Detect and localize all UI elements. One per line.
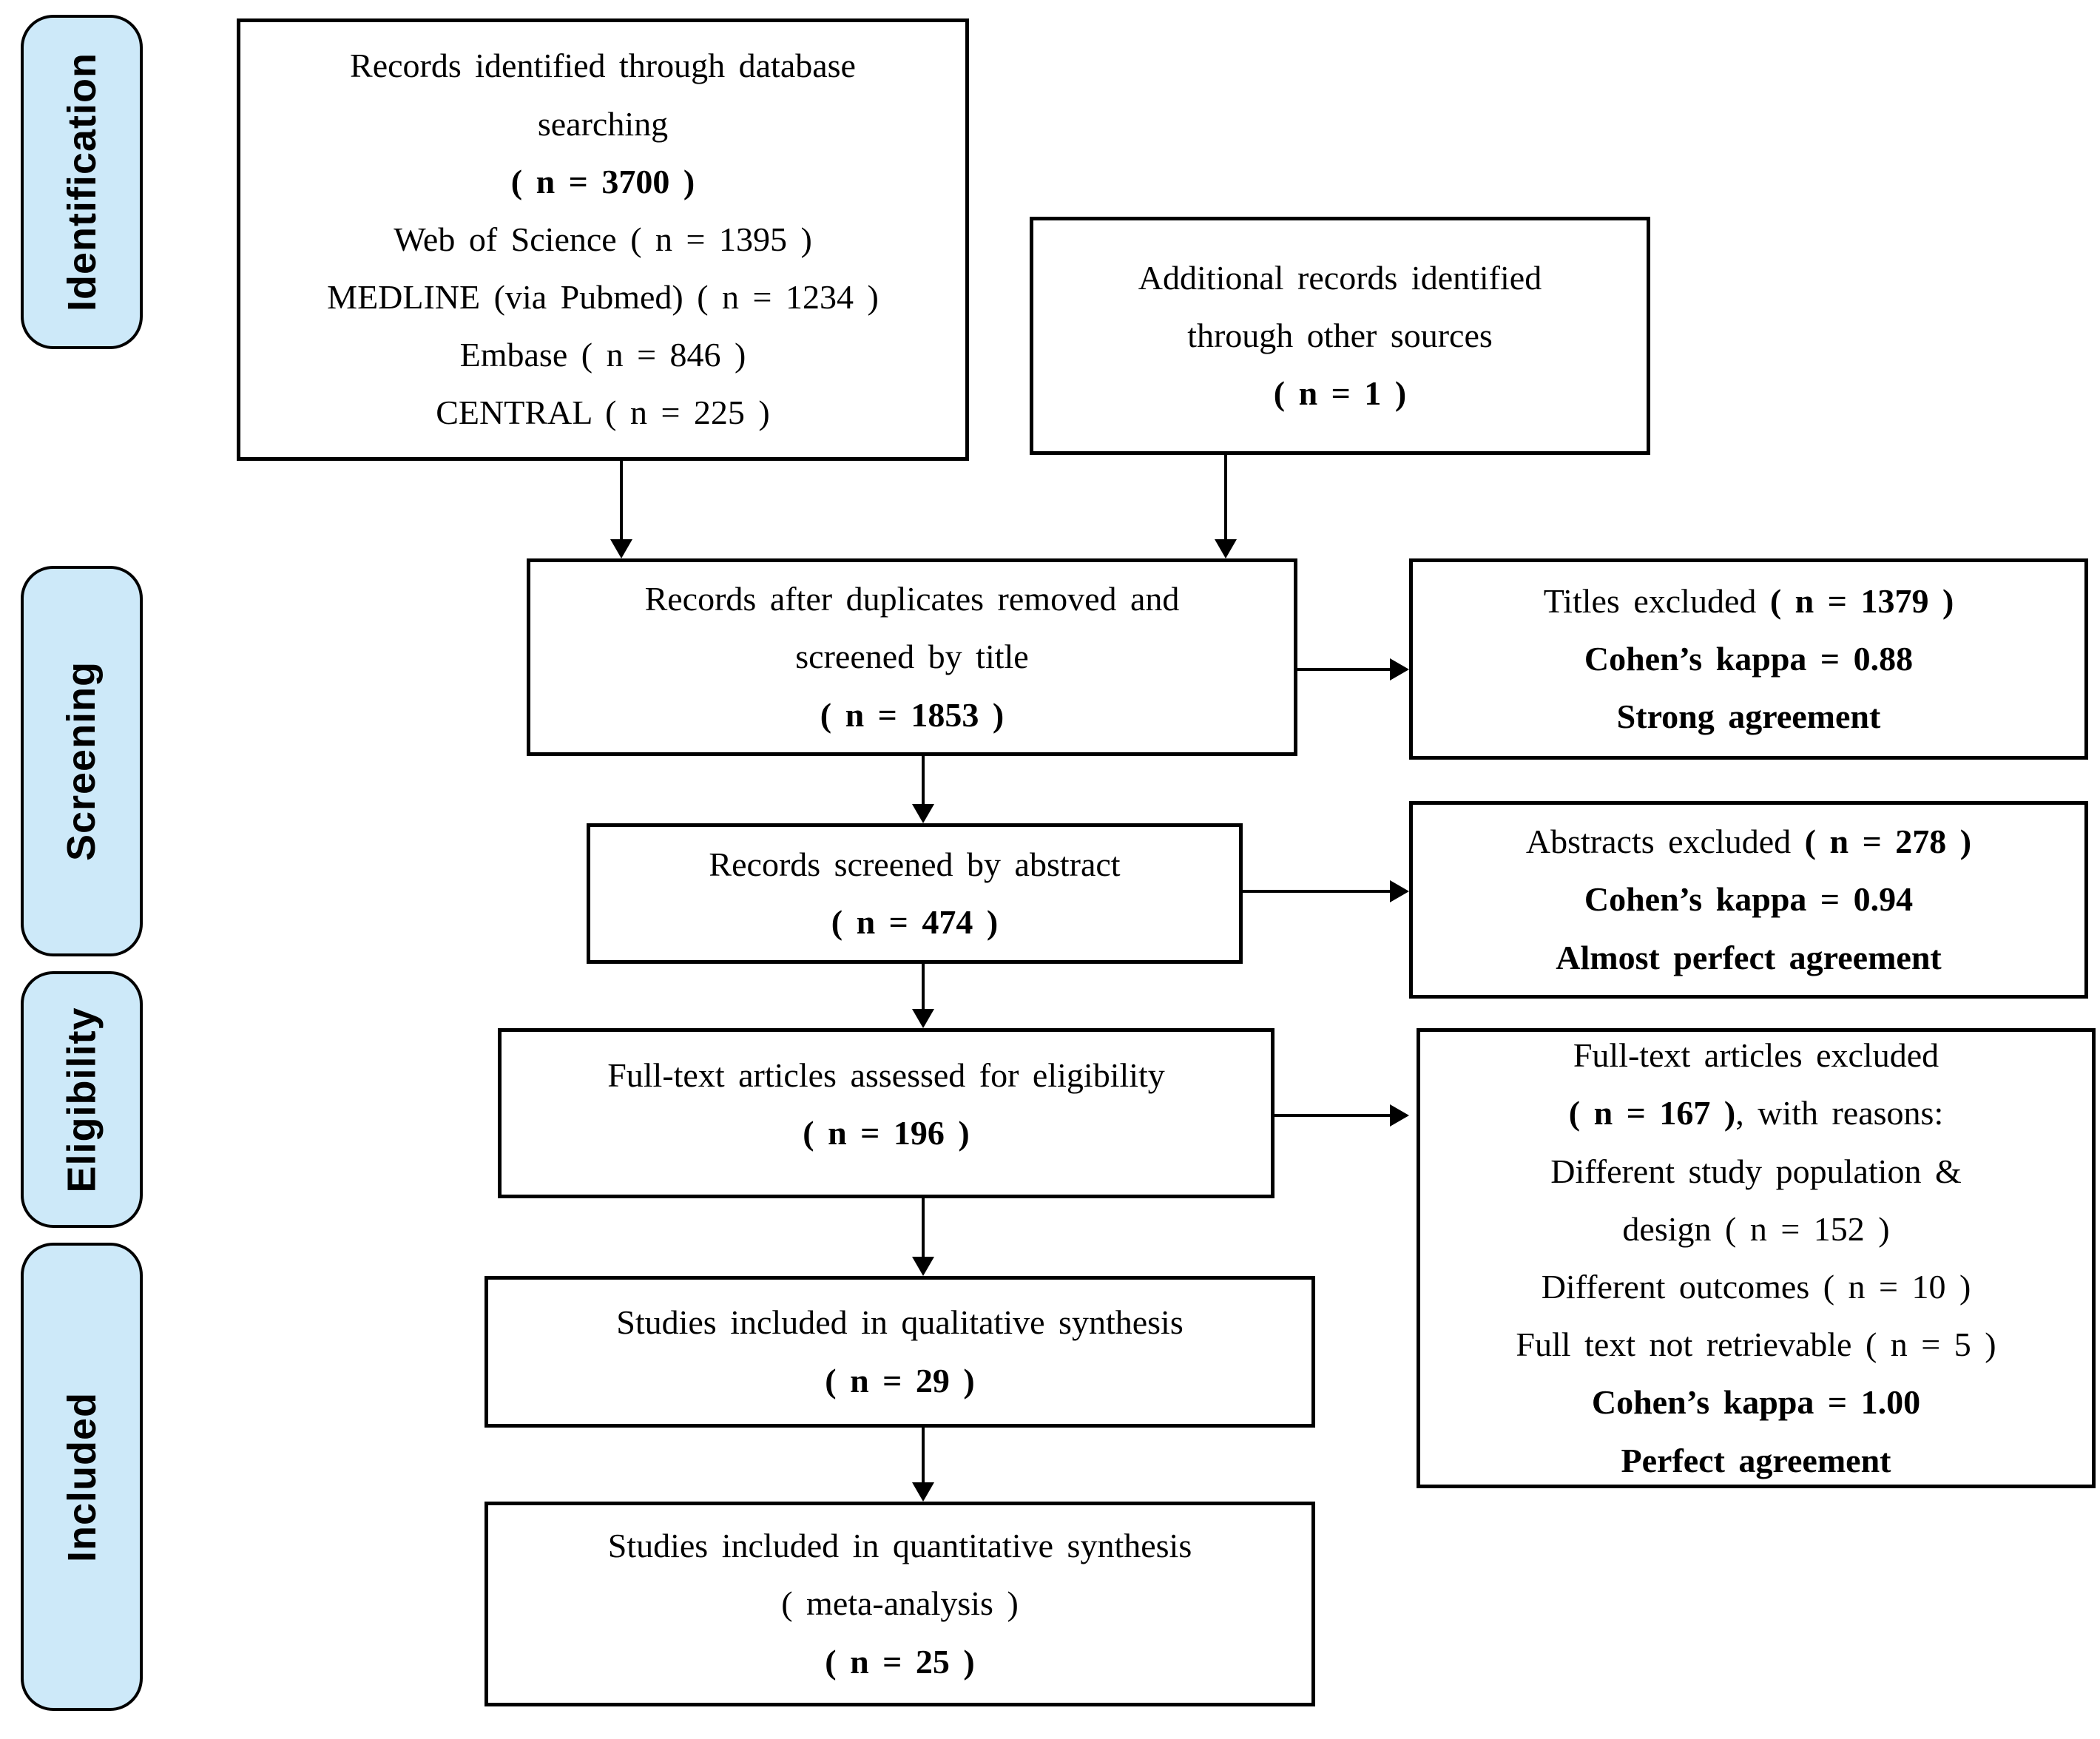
arrow-head [912, 804, 934, 823]
box-screened-by-abstract: Records screened by abstract ( n = 474 ) [587, 823, 1243, 964]
box-line: ( n = 3700 ) [510, 162, 695, 200]
box-line: ( n = 1853 ) [820, 695, 1005, 734]
box-line: screened by title [795, 638, 1029, 676]
arrow-head [1390, 658, 1409, 681]
arrow-head [912, 1257, 934, 1276]
box-line: searching [537, 104, 669, 143]
box-line: Records after duplicates removed and [644, 580, 1180, 618]
box-line: Studies included in quantitative synthes… [607, 1527, 1192, 1565]
stage-identification: Identification [21, 15, 143, 349]
box-line: ( n = 25 ) [825, 1642, 975, 1681]
arrow-duplicates-to-abstract [922, 756, 925, 804]
box-line: Studies included in qualitative synthesi… [616, 1303, 1184, 1342]
stage-included: Included [21, 1243, 143, 1711]
box-line: Cohen’s kappa = 1.00 [1591, 1383, 1921, 1422]
box-line: Almost perfect agreement [1556, 938, 1942, 976]
arrow-additional-to-duplicates [1224, 455, 1227, 541]
box-additional-records: Additional records identified through ot… [1030, 217, 1650, 455]
box-line: Cohen’s kappa = 0.88 [1584, 639, 1914, 678]
arrow-duplicates-to-titles-excluded [1297, 668, 1390, 671]
box-line: Perfect agreement [1621, 1441, 1891, 1479]
arrow-head [912, 1482, 934, 1502]
box-line: Additional records identified [1138, 258, 1542, 297]
box-line: Titles excluded ( n = 1379 ) [1543, 581, 1954, 620]
arrow-fulltext-to-fulltext-excluded [1274, 1114, 1390, 1117]
box-line: Full text not retrievable ( n = 5 ) [1516, 1326, 1996, 1364]
box-quantitative-synthesis: Studies included in quantitative synthes… [485, 1502, 1315, 1706]
box-line: ( n = 167 ), with reasons: [1568, 1094, 1944, 1132]
arrow-abstract-to-abstracts-excluded [1243, 890, 1390, 893]
box-line: Full-text articles excluded [1573, 1036, 1939, 1075]
arrow-fulltext-to-qualitative [922, 1198, 925, 1257]
box-abstracts-excluded: Abstracts excluded ( n = 278 ) Cohen’s k… [1409, 801, 2088, 999]
box-line: Different study population & [1550, 1152, 1962, 1190]
box-line: Different outcomes ( n = 10 ) [1541, 1268, 1971, 1306]
stage-label: Included [59, 1391, 104, 1562]
box-line: Records screened by abstract [709, 845, 1121, 883]
box-line: ( n = 196 ) [803, 1114, 970, 1152]
arrow-abstract-to-fulltext [922, 964, 925, 1009]
box-qualitative-synthesis: Studies included in qualitative synthesi… [485, 1276, 1315, 1428]
box-line: Web of Science ( n = 1395 ) [394, 220, 812, 258]
box-line: ( n = 474 ) [831, 903, 999, 941]
box-line: MEDLINE (via Pubmed) ( n = 1234 ) [327, 278, 879, 317]
stage-label: Identification [59, 53, 104, 311]
arrow-head [610, 539, 632, 558]
stage-label: Eligibility [59, 1006, 104, 1193]
box-line: Full-text articles assessed for eligibil… [607, 1056, 1165, 1094]
box-fulltext-assessed: Full-text articles assessed for eligibil… [498, 1028, 1274, 1198]
arrow-head [1215, 539, 1237, 558]
box-line: ( n = 1 ) [1273, 374, 1407, 413]
box-line: design ( n = 152 ) [1622, 1209, 1890, 1248]
arrow-head [1390, 1104, 1409, 1127]
box-fulltext-excluded: Full-text articles excluded ( n = 167 ),… [1417, 1028, 2096, 1488]
arrow-identified-to-duplicates [620, 461, 623, 541]
box-records-identified: Records identified through database sear… [237, 18, 969, 461]
stage-eligibility: Eligibility [21, 971, 143, 1228]
arrow-qualitative-to-quantitative [922, 1428, 925, 1482]
box-titles-excluded: Titles excluded ( n = 1379 ) Cohen’s kap… [1409, 558, 2088, 760]
box-line: CENTRAL ( n = 225 ) [436, 394, 770, 432]
box-line: Strong agreement [1616, 698, 1881, 736]
box-line: ( meta-analysis ) [781, 1584, 1019, 1623]
arrow-head [1390, 880, 1409, 902]
box-line: Cohen’s kappa = 0.94 [1584, 880, 1914, 919]
box-line: Abstracts excluded ( n = 278 ) [1525, 823, 1972, 861]
box-duplicates-removed: Records after duplicates removed and scr… [527, 558, 1297, 756]
box-line: ( n = 29 ) [825, 1361, 975, 1399]
arrow-head [912, 1009, 934, 1028]
box-line: through other sources [1187, 316, 1493, 354]
box-line: Embase ( n = 846 ) [459, 336, 746, 374]
box-line: Records identified through database [350, 47, 856, 85]
stage-label: Screening [59, 661, 104, 862]
stage-screening: Screening [21, 566, 143, 956]
